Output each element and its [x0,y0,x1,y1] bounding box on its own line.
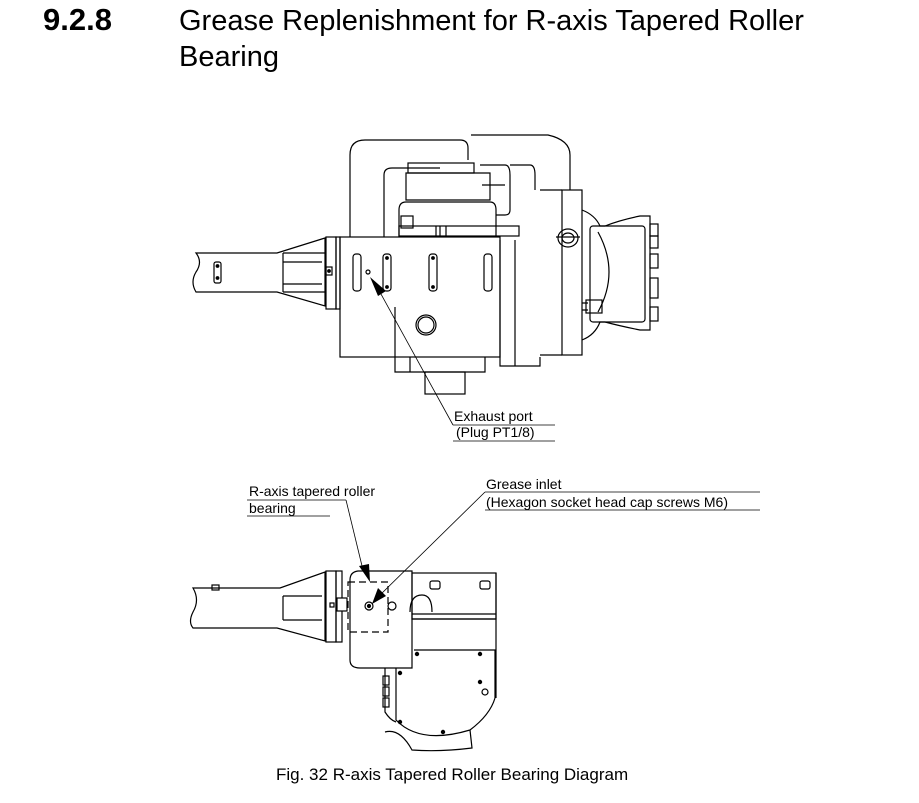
top-side-block [561,189,583,356]
top-slot-2 [382,253,392,292]
bottom-arm [189,571,326,642]
top-slot-3 [428,253,438,292]
top-slot-1 [352,253,362,292]
grease-inlet-screw-label: (Hexagon socket head cap screws M6) [486,494,728,510]
grease-inlet [364,601,374,611]
top-slot-4 [483,253,493,292]
exhaust-port [365,269,371,275]
bearing-dashed-area [347,581,389,633]
bottom-rear-body [411,572,497,620]
top-arm-slot [213,261,222,284]
exhaust-arrow-icon [370,277,386,296]
bearing-label-line2: bearing [249,500,296,516]
top-view-drawing [192,134,659,442]
top-arm [192,237,326,307]
section-number: 9.2.8 [43,2,112,37]
exhaust-leader-line [375,284,454,426]
section-title: Grease Replenishment for R-axis Tapered … [179,5,804,73]
bearing-label-line1: R-axis tapered roller [249,483,376,499]
exhaust-port-plug-label: (Plug PT1/8) [456,424,535,440]
grease-inlet-label: Grease inlet [486,476,562,492]
top-flange [325,236,337,310]
bearing-leader-line [345,499,364,571]
exhaust-port-label: Exhaust port [454,408,533,424]
inlet-leader-line [379,491,486,596]
inlet-arrow-icon [372,588,386,604]
bottom-front-body [349,570,413,669]
bottom-view-drawing [189,491,760,752]
figure-caption: Fig. 32 R-axis Tapered Roller Bearing Di… [276,765,629,784]
bearing-arrow-icon [359,564,370,582]
top-motor [589,225,646,323]
top-main-body [339,236,501,358]
